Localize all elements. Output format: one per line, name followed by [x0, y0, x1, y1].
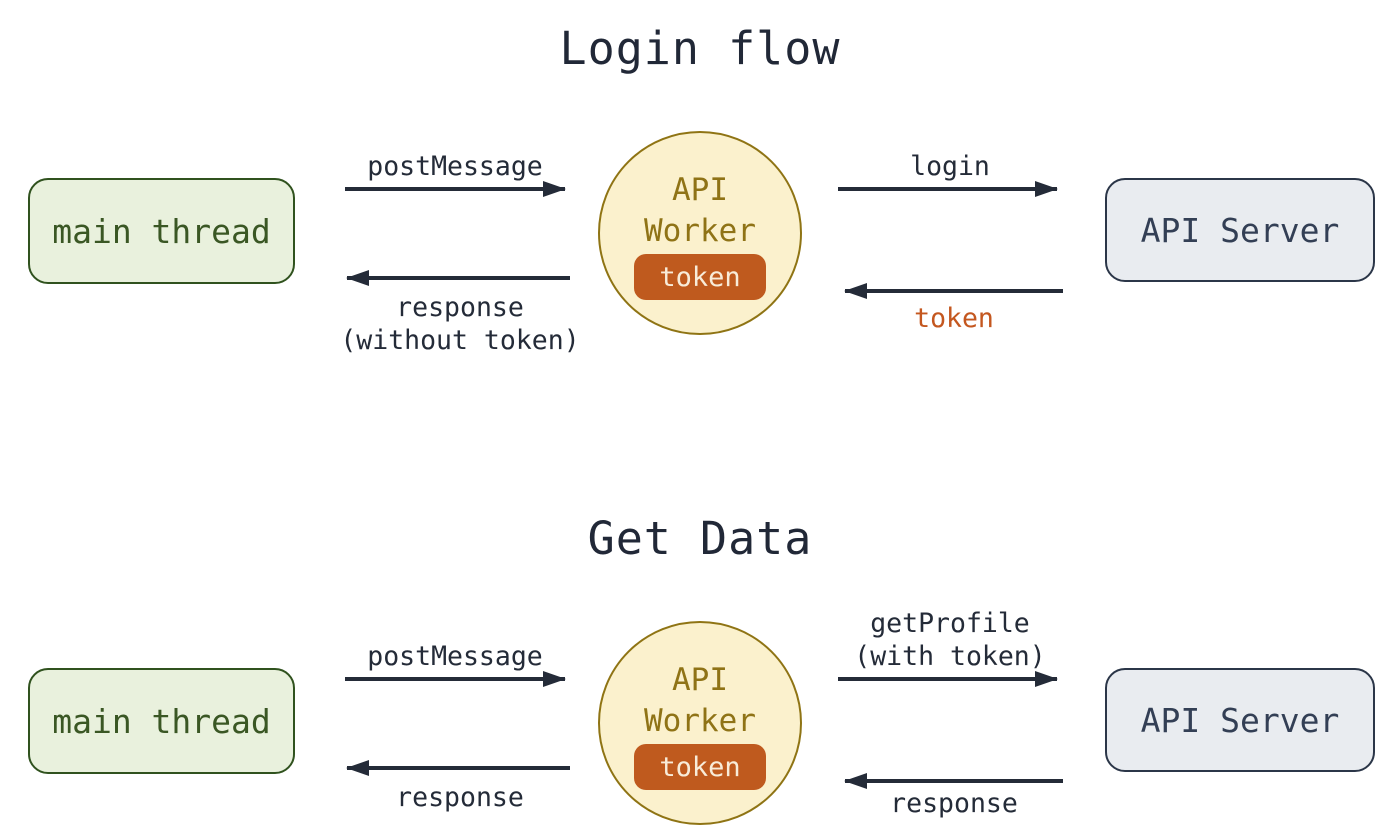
getprofile-arrow: [838, 677, 1057, 681]
response-to-main-arrow: [347, 276, 570, 280]
login-label: login: [910, 151, 990, 182]
api-worker-node: API Worker token: [598, 621, 802, 825]
getprofile-with-token-label: getProfile (with token): [810, 607, 1090, 673]
postmessage-arrow: [345, 187, 565, 191]
token-badge: token: [634, 254, 766, 300]
api-worker-label-line2: Worker: [644, 213, 756, 249]
token-badge: token: [634, 744, 766, 790]
api-worker-label-line2: Worker: [644, 703, 756, 739]
login-flow-title: Login flow: [559, 22, 841, 75]
main-thread-label: main thread: [52, 701, 271, 741]
getprofile-label-line1: getProfile: [870, 608, 1030, 639]
api-server-node: API Server: [1105, 178, 1375, 282]
token-label: token: [914, 303, 994, 334]
api-worker-node: API Worker token: [598, 131, 802, 335]
login-flow-section: Login flow main thread API Worker token …: [0, 0, 1400, 490]
response-label-line1: response: [396, 292, 524, 323]
api-server-label: API Server: [1140, 210, 1340, 250]
response-return-label: response: [890, 788, 1018, 819]
get-data-flow-title: Get Data: [587, 512, 813, 565]
postmessage-arrow: [345, 677, 565, 681]
postmessage-label: postMessage: [367, 641, 543, 672]
response-label: response: [396, 782, 524, 813]
token-return-arrow: [845, 289, 1063, 293]
response-to-main-arrow: [347, 766, 570, 770]
getprofile-label-line2: (with token): [854, 641, 1046, 672]
api-server-label: API Server: [1140, 700, 1340, 740]
main-thread-label: main thread: [52, 211, 271, 251]
response-without-token-label: response (without token): [295, 291, 625, 357]
main-thread-node: main thread: [28, 668, 295, 774]
response-label-line2: (without token): [340, 325, 580, 356]
response-return-arrow: [845, 779, 1063, 783]
api-server-node: API Server: [1105, 668, 1375, 772]
get-data-flow-section: Get Data main thread API Worker token AP…: [0, 490, 1400, 840]
main-thread-node: main thread: [28, 178, 295, 284]
postmessage-label: postMessage: [367, 151, 543, 182]
login-arrow: [838, 187, 1057, 191]
api-worker-label-line1: API: [672, 172, 728, 208]
api-worker-label-line1: API: [672, 662, 728, 698]
